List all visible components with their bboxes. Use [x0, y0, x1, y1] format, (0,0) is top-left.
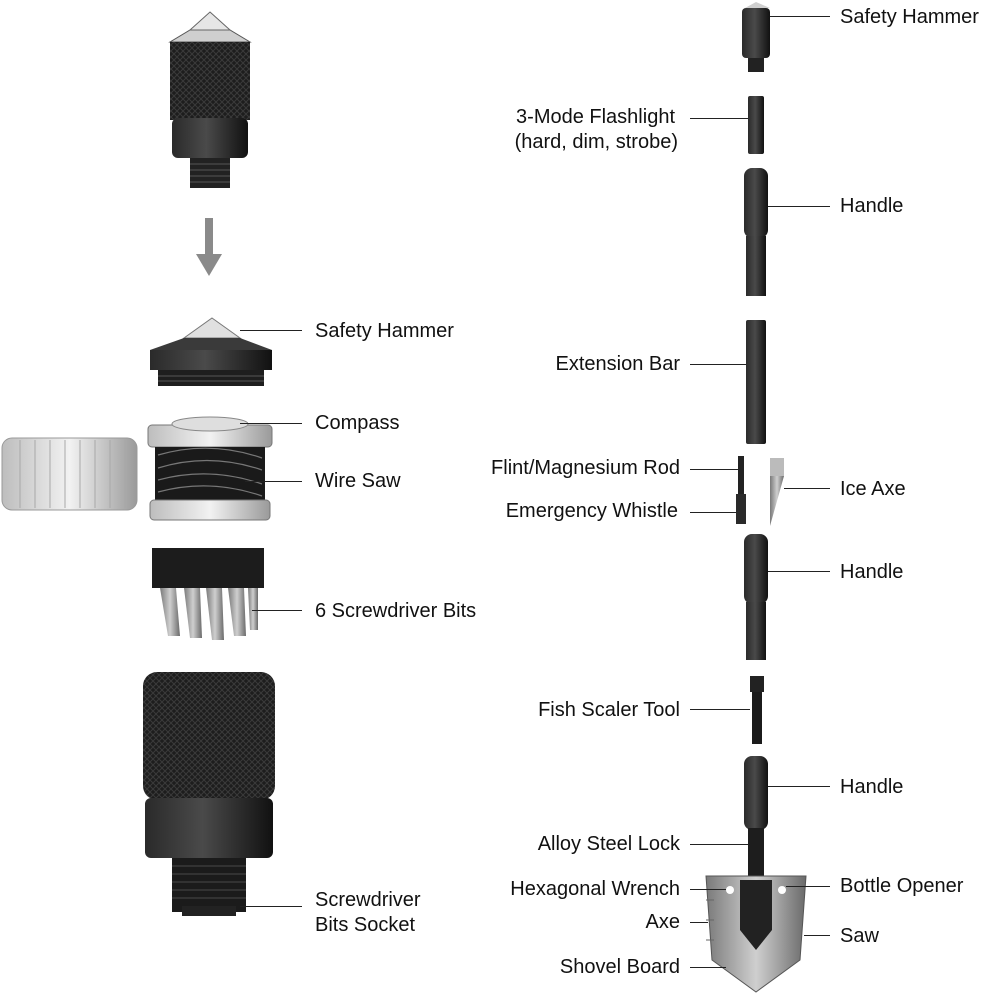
down-arrow-icon [196, 218, 222, 276]
leader-line [240, 330, 302, 331]
ice-axe [770, 458, 784, 526]
flashlight [748, 96, 764, 154]
label-hex-wrench: Hexagonal Wrench [510, 878, 680, 900]
leader-line [690, 967, 726, 968]
leader-line [690, 469, 738, 470]
label-extension-bar: Extension Bar [555, 353, 680, 375]
leader-line [770, 16, 830, 17]
leader-line [804, 935, 830, 936]
label-ice-axe: Ice Axe [840, 478, 906, 500]
extension-bar [746, 320, 766, 444]
label-handle-1: Handle [840, 195, 904, 217]
leader-line [690, 118, 748, 119]
leader-line [690, 709, 750, 710]
label-bits-socket-1: Screwdriver [315, 889, 421, 911]
handle-1 [744, 168, 768, 296]
label-flashlight-2: (hard, dim, strobe) [514, 131, 678, 153]
label-bottle-opener: Bottle Opener [840, 875, 964, 897]
label-bits-socket-2: Bits Socket [315, 914, 416, 936]
label-handle-3: Handle [840, 776, 904, 798]
screwdriver-bits [152, 548, 264, 640]
safety-hammer-head [150, 317, 272, 386]
label-handle-2: Handle [840, 561, 904, 583]
label-shovel-board: Shovel Board [559, 956, 680, 978]
leader-line [690, 512, 736, 513]
leader-line [768, 786, 830, 787]
leader-line [690, 844, 748, 845]
label-flashlight-1: 3-Mode Flashlight [516, 106, 675, 128]
label-alloy-lock: Alloy Steel Lock [537, 833, 680, 855]
fish-scaler [750, 676, 764, 744]
leader-line [768, 571, 830, 572]
leader-line [245, 481, 302, 482]
label-screwdriver-bits: 6 Screwdriver Bits [315, 600, 477, 622]
label-fish-scaler: Fish Scaler Tool [538, 699, 680, 721]
leader-line [690, 922, 708, 923]
label-emergency-whistle: Emergency Whistle [505, 500, 678, 522]
leader-line [240, 906, 302, 907]
leader-line [240, 423, 302, 424]
mini-safety-hammer [742, 2, 770, 72]
label-safety-hammer-left: Safety Hammer [315, 320, 454, 342]
label-flint-rod: Flint/Magnesium Rod [491, 457, 680, 479]
handle-2 [744, 534, 768, 660]
leader-line [786, 886, 830, 887]
label-axe: Axe [645, 911, 680, 933]
label-safety-hammer-right: Safety Hammer [840, 6, 979, 28]
leader-line [784, 488, 830, 489]
aluminum-cylinder [1, 437, 138, 511]
hammer-cap-assembled [168, 11, 252, 188]
leader-line [768, 206, 830, 207]
compass-wire-saw [147, 416, 273, 521]
label-wire-saw: Wire Saw [315, 470, 401, 492]
label-saw: Saw [840, 925, 879, 947]
leader-line [690, 364, 746, 365]
leader-line [252, 610, 302, 611]
bits-socket [143, 672, 275, 916]
label-compass: Compass [315, 412, 400, 434]
flint-rod-whistle [736, 456, 746, 524]
shovel [705, 756, 807, 993]
leader-line [690, 889, 726, 890]
